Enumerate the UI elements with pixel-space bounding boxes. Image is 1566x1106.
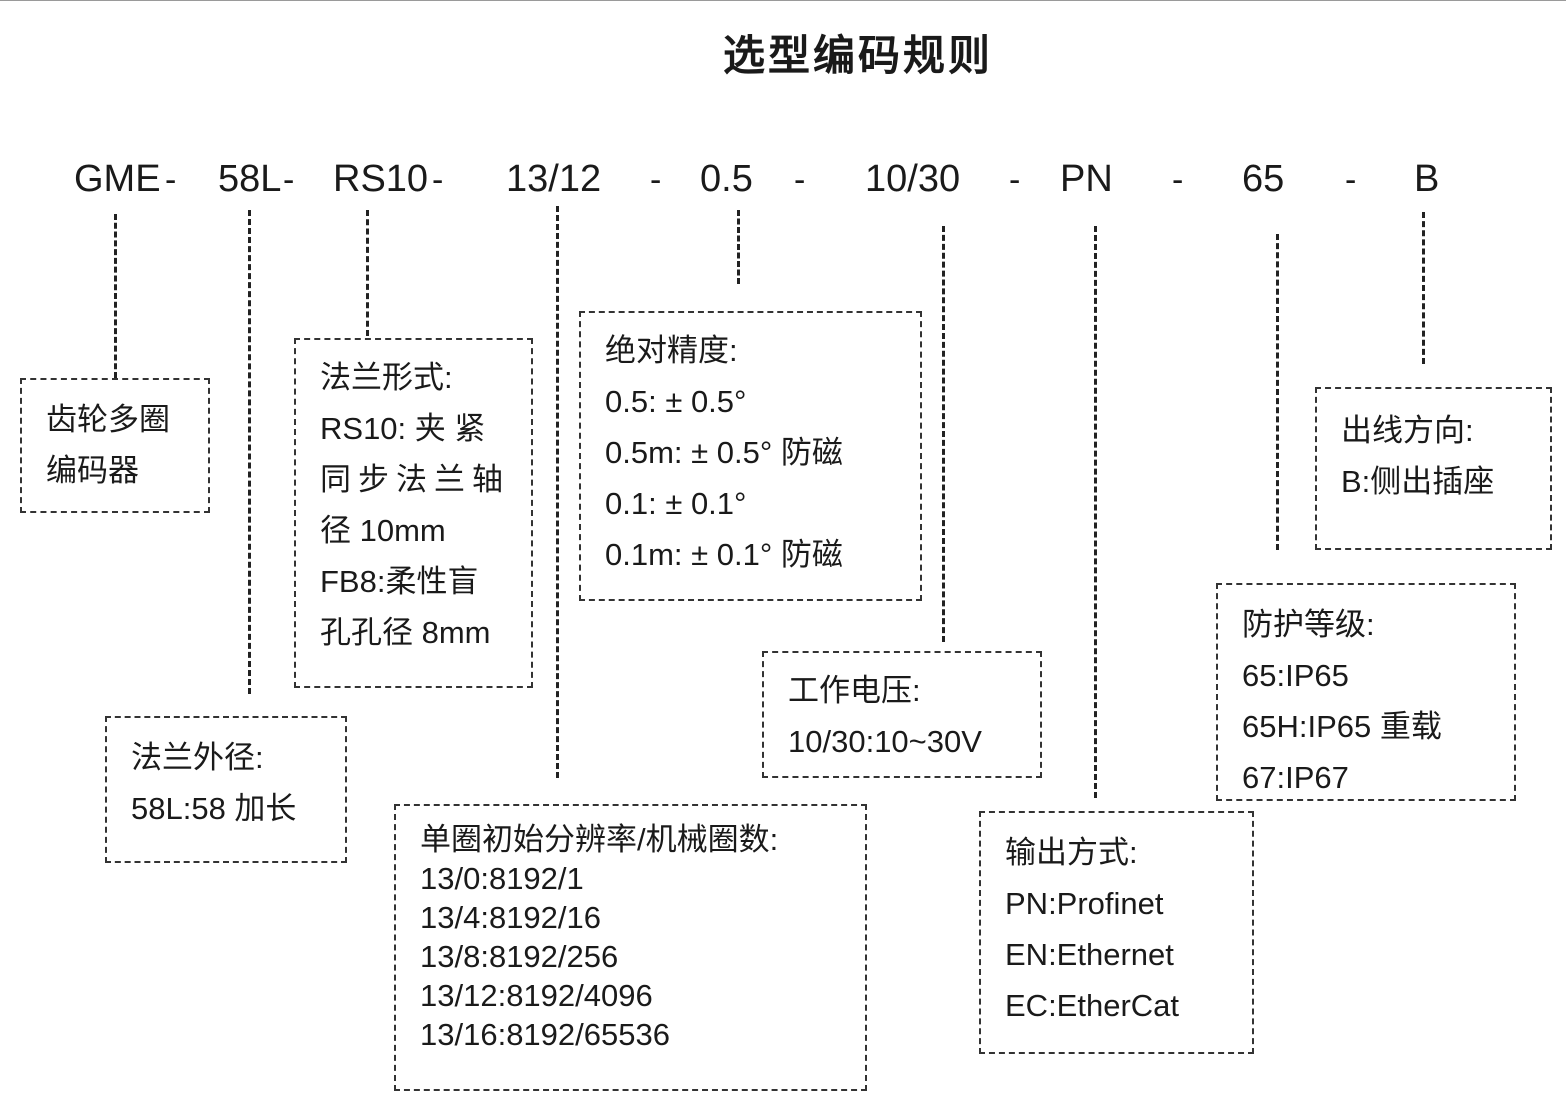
code-separator: - xyxy=(650,161,662,199)
output-option-3: EC:EtherCat xyxy=(1005,988,1180,1023)
flange-od-option: 58L:58 加长 xyxy=(131,791,297,826)
flange-type-line-5: FB8:柔性盲 xyxy=(320,564,479,599)
resolution-box: 单圈初始分辨率/机械圈数: 13/0:8192/1 13/4:8192/16 1… xyxy=(394,804,867,1091)
page-title: 选型编码规则 xyxy=(722,31,993,80)
voltage-option: 10/30:10~30V xyxy=(788,724,982,759)
code-segment-accuracy: 0.5 xyxy=(700,158,753,200)
leader-line-output xyxy=(1094,226,1097,798)
flange-type-line-3: 同步法兰轴 xyxy=(320,462,510,497)
code-separator: - xyxy=(165,161,177,199)
code-segment-flange-type: RS10 xyxy=(333,158,429,200)
code-separator: - xyxy=(794,161,806,199)
code-segment-protection: 65 xyxy=(1242,158,1285,200)
code-segment-outlet: B xyxy=(1414,158,1440,200)
accuracy-option-2: 0.5m: ± 0.5° 防磁 xyxy=(605,435,843,470)
series-line-2: 编码器 xyxy=(46,453,139,488)
resolution-option-1: 13/0:8192/1 xyxy=(420,861,584,896)
resolution-heading: 单圈初始分辨率/机械圈数: xyxy=(420,822,779,857)
leader-line-series xyxy=(114,214,117,378)
output-option-2: EN:Ethernet xyxy=(1005,937,1174,972)
top-border xyxy=(0,0,1566,1)
protection-option-3: 67:IP67 xyxy=(1242,760,1349,795)
flange-od-heading: 法兰外径: xyxy=(131,740,264,775)
protection-box: 防护等级: 65:IP65 65H:IP65 重载 67:IP67 xyxy=(1216,583,1516,801)
accuracy-option-4: 0.1m: ± 0.1° 防磁 xyxy=(605,537,843,572)
output-box: 输出方式: PN:Profinet EN:Ethernet EC:EtherCa… xyxy=(979,811,1254,1054)
code-separator: - xyxy=(283,161,295,199)
flange-type-line-2: RS10: 夹 紧 xyxy=(320,411,486,446)
code-separator: - xyxy=(1172,161,1184,199)
protection-heading: 防护等级: xyxy=(1242,607,1375,642)
output-heading: 输出方式: xyxy=(1005,835,1138,870)
leader-line-resolution xyxy=(556,206,559,778)
accuracy-option-1: 0.5: ± 0.5° xyxy=(605,384,747,419)
code-separator: - xyxy=(1345,161,1357,199)
leader-line-voltage xyxy=(942,226,945,642)
voltage-box: 工作电压: 10/30:10~30V xyxy=(762,651,1042,778)
output-option-1: PN:Profinet xyxy=(1005,886,1164,921)
code-separator: - xyxy=(1009,161,1021,199)
flange-od-box: 法兰外径: 58L:58 加长 xyxy=(105,716,347,863)
leader-line-flange-od xyxy=(248,210,251,694)
voltage-heading: 工作电压: xyxy=(788,673,921,708)
flange-type-line-6: 孔孔径 8mm xyxy=(320,615,491,650)
leader-line-flange-type xyxy=(366,210,369,336)
leader-line-protection xyxy=(1276,234,1279,550)
flange-type-line-4: 径 10mm xyxy=(320,513,446,548)
leader-line-outlet xyxy=(1422,212,1425,364)
code-segment-series: GME xyxy=(74,158,161,200)
series-box: 齿轮多圈 编码器 xyxy=(20,378,210,513)
code-segment-flange-od: 58L xyxy=(218,158,282,200)
flange-type-box: 法兰形式: RS10: 夹 紧 同步法兰轴 径 10mm FB8:柔性盲 孔孔径… xyxy=(294,338,533,688)
code-separator: - xyxy=(432,161,444,199)
code-segment-voltage: 10/30 xyxy=(865,158,961,200)
series-line-1: 齿轮多圈 xyxy=(46,402,170,437)
accuracy-heading: 绝对精度: xyxy=(605,333,738,368)
accuracy-box: 绝对精度: 0.5: ± 0.5° 0.5m: ± 0.5° 防磁 0.1: ±… xyxy=(579,311,922,601)
resolution-option-4: 13/12:8192/4096 xyxy=(420,978,653,1013)
leader-line-accuracy xyxy=(737,210,740,284)
outlet-heading: 出线方向: xyxy=(1341,413,1474,448)
outlet-option: B:侧出插座 xyxy=(1341,464,1495,499)
flange-type-heading: 法兰形式: xyxy=(320,360,453,395)
outlet-box: 出线方向: B:侧出插座 xyxy=(1315,387,1552,550)
protection-option-1: 65:IP65 xyxy=(1242,658,1349,693)
code-segment-resolution: 13/12 xyxy=(506,158,602,200)
resolution-option-3: 13/8:8192/256 xyxy=(420,939,619,974)
code-segment-output: PN xyxy=(1060,158,1113,200)
protection-option-2: 65H:IP65 重载 xyxy=(1242,709,1442,744)
resolution-option-5: 13/16:8192/65536 xyxy=(420,1017,670,1052)
accuracy-option-3: 0.1: ± 0.1° xyxy=(605,486,747,521)
resolution-option-2: 13/4:8192/16 xyxy=(420,900,602,935)
